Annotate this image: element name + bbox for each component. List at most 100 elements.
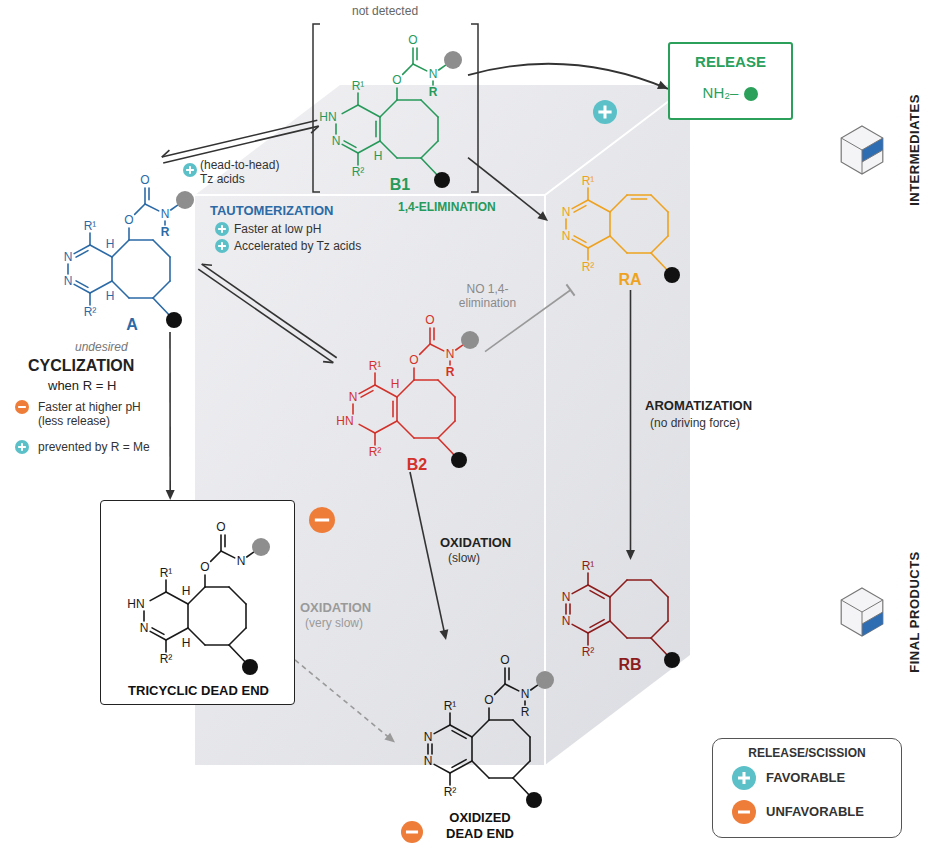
- atom-label: HN: [127, 597, 144, 611]
- bond: [245, 604, 247, 628]
- double-bond: [574, 206, 586, 212]
- bond: [220, 535, 222, 551]
- bond: [565, 604, 567, 614]
- double-bond: [631, 198, 646, 200]
- atom-label: HN: [336, 414, 353, 428]
- connector: [198, 264, 336, 362]
- bond: [247, 552, 254, 557]
- bond: [335, 124, 337, 134]
- icon-sign: [598, 105, 611, 118]
- cube-lines: [841, 138, 883, 174]
- bond: [587, 633, 589, 645]
- bond: [471, 737, 473, 761]
- icon-sign: [315, 519, 329, 522]
- bond: [359, 385, 375, 394]
- molecule-structure: [335, 300, 485, 472]
- bond: [359, 424, 375, 433]
- atom-label: N: [562, 229, 571, 243]
- double-bond: [452, 731, 466, 739]
- bracket: [471, 24, 478, 192]
- bond: [187, 604, 189, 628]
- condition-note: Faster at higher pH (less release): [38, 400, 163, 429]
- condition-note: (no driving force): [650, 416, 740, 430]
- atom-label: H: [391, 377, 400, 391]
- bond: [651, 621, 668, 638]
- atom-label: R¹: [582, 559, 595, 573]
- cube-lines: [841, 600, 883, 636]
- atom-label: R²: [352, 165, 365, 179]
- double-bond: [569, 604, 571, 614]
- bond: [651, 236, 668, 253]
- molecule-b2: OONRR¹HNHNR²B2: [335, 300, 485, 472]
- bond: [572, 200, 588, 209]
- qualifier-note: undesired: [75, 340, 128, 354]
- attachment-dot: [664, 652, 680, 668]
- bond: [128, 228, 130, 240]
- bond: [609, 212, 611, 236]
- bond: [358, 105, 380, 117]
- atom-label: N: [64, 274, 73, 288]
- bond: [429, 328, 431, 344]
- cube-icon: [841, 588, 883, 636]
- icon-disc: [15, 400, 29, 414]
- double-bond: [224, 535, 226, 547]
- atom-label: R¹: [84, 219, 97, 233]
- bond: [397, 421, 414, 438]
- double-bond: [361, 391, 373, 397]
- bond: [89, 233, 91, 245]
- bond: [89, 293, 91, 305]
- atom-label: N: [424, 730, 433, 744]
- plus-icon: [15, 440, 29, 454]
- bond: [505, 684, 519, 691]
- icon-disc: [215, 222, 229, 236]
- legend-swatch: [732, 800, 756, 824]
- bond: [221, 551, 235, 558]
- bond: [434, 725, 450, 734]
- compound-label: RB: [618, 655, 641, 674]
- bond: [610, 621, 627, 638]
- icon-sign: [406, 831, 418, 834]
- bond: [651, 253, 666, 269]
- edge-label: OXIDATION: [300, 600, 371, 616]
- atom-label: R¹: [444, 699, 457, 713]
- cube-edge: [195, 85, 690, 195]
- axis-label: FINAL PRODUCTS: [907, 551, 923, 673]
- atom-label: R: [446, 365, 455, 379]
- icon-disc: [15, 440, 29, 454]
- inhibition-bar: [566, 284, 574, 295]
- rate-note: (very slow): [305, 616, 363, 630]
- atom-label: N: [332, 134, 341, 148]
- connector-line: [198, 269, 333, 363]
- bond: [396, 397, 398, 421]
- atom-label: N: [140, 621, 149, 635]
- connector-line: [468, 64, 668, 89]
- payload-dot: [444, 51, 462, 69]
- icon-disc: [593, 100, 617, 124]
- bond: [472, 761, 489, 778]
- double-bond: [590, 620, 604, 628]
- atom-label: N: [429, 67, 438, 81]
- double-bond: [152, 628, 164, 634]
- double-bond: [574, 236, 586, 242]
- atom-label: H: [374, 149, 383, 163]
- bond: [414, 437, 438, 439]
- bond: [667, 597, 669, 621]
- bond: [667, 212, 669, 236]
- bond: [412, 48, 414, 64]
- bond: [449, 773, 451, 785]
- bond: [572, 239, 588, 248]
- bond: [495, 684, 505, 694]
- molecule-structure: [50, 160, 200, 332]
- bond: [357, 93, 359, 105]
- edge-label: AROMATIZATION: [645, 398, 752, 414]
- atom-label: O: [408, 33, 417, 47]
- bond: [572, 585, 588, 594]
- payload-dot: [461, 331, 479, 349]
- bond: [380, 100, 397, 117]
- connector-line: [295, 660, 389, 738]
- payload-dot: [536, 671, 554, 689]
- bond: [413, 368, 415, 380]
- atom-label: H: [182, 636, 191, 650]
- bond: [188, 587, 205, 604]
- arrow-barb: [202, 264, 212, 265]
